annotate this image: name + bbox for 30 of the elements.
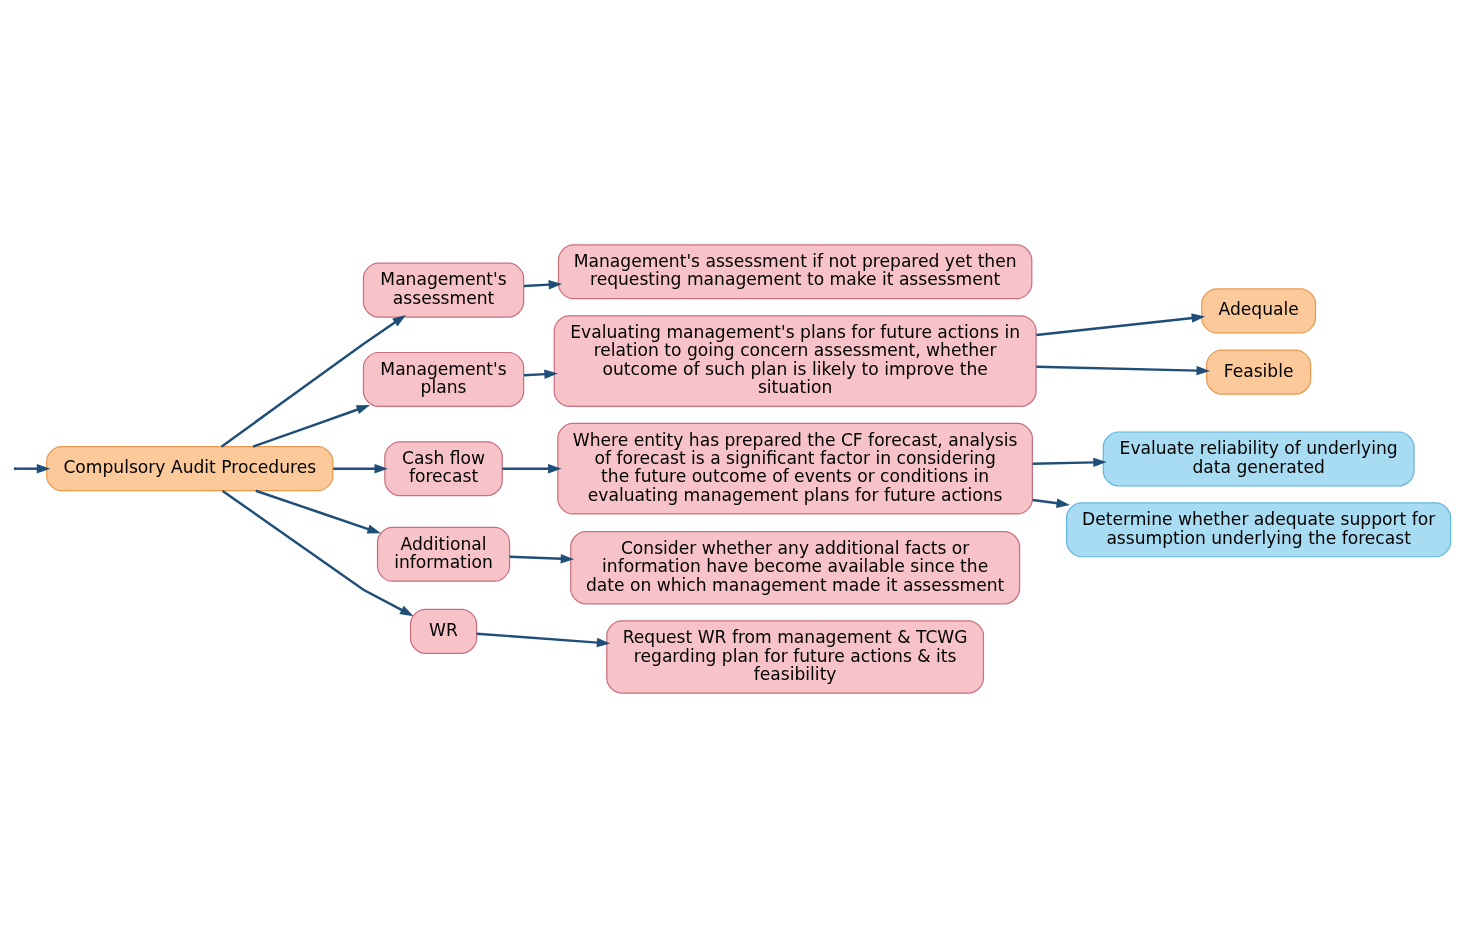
node-box: Compulsory Audit Procedures <box>46 446 334 492</box>
node-box: Where entity has prepared the CF forecast, analysis of forecast is a significant factor in considering the future outcome of events or conditions in evaluating management plans for future actions <box>557 422 1033 515</box>
node-box: Management's assessment <box>362 262 525 318</box>
arrow <box>255 489 381 534</box>
arrow <box>221 489 414 617</box>
arrow <box>523 279 563 290</box>
arrow <box>252 405 371 448</box>
node-box: Consider whether any additional facts or information have become available since the date on which management made it assessment <box>570 531 1021 605</box>
node-box: Evaluating management's plans for future actions in relation to going concern assessment, whether outcome of such plan is likely to improve the situation <box>553 315 1037 407</box>
arrow <box>523 369 558 379</box>
arrow <box>1032 498 1070 508</box>
node-box: Management's plans <box>362 351 525 407</box>
arrow <box>509 554 575 564</box>
node-box: Evaluate reliability of underlying data generated <box>1102 431 1415 487</box>
arrow <box>502 463 562 474</box>
node-box: Additional information <box>376 526 511 582</box>
arrow <box>220 314 406 448</box>
node-box: Request WR from management & TCWG regarding plan for future actions & its feasibility <box>606 620 985 694</box>
node-box: Feasible <box>1206 349 1312 395</box>
arrow <box>1032 457 1107 468</box>
node-box: Determine whether adequate support for assumption underlying the forecast <box>1066 502 1452 558</box>
arrow <box>333 463 388 474</box>
arrow <box>476 632 611 648</box>
node-box: Cash flow forecast <box>384 441 503 497</box>
node-box: WR <box>409 608 478 654</box>
arrow <box>1036 365 1210 376</box>
node-box: Management's assessment if not prepared yet then requesting management to make it assessment <box>557 244 1033 300</box>
node-box: Adequale <box>1201 288 1317 334</box>
arrow <box>16 463 51 474</box>
arrow <box>1036 313 1206 337</box>
